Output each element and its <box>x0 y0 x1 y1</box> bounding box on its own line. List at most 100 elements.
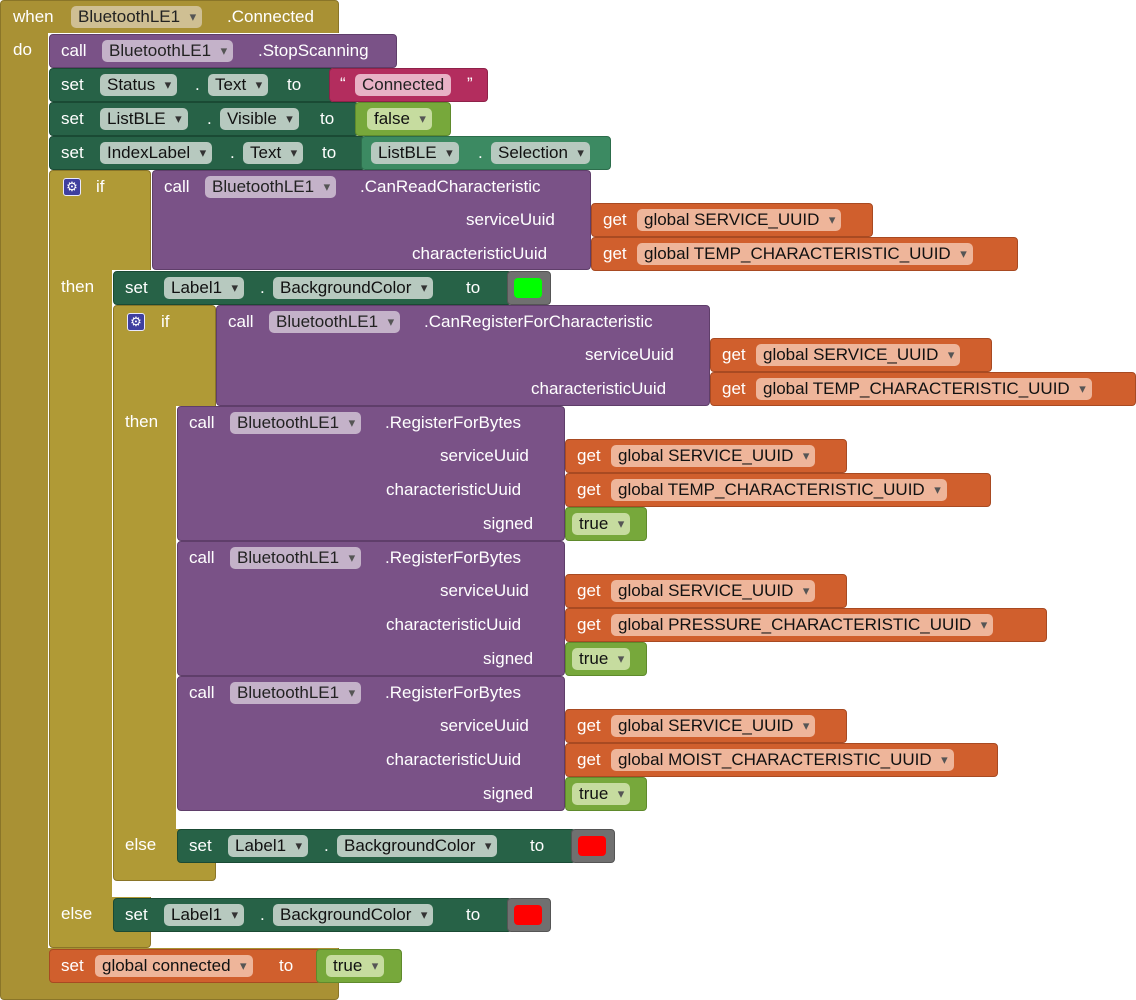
characteristic-uuid-param-label: characteristicUuid <box>412 244 548 263</box>
service-uuid-param-label: serviceUuid <box>440 446 529 465</box>
get-keyword: get <box>577 480 601 499</box>
then-keyword: then <box>125 412 159 431</box>
call-keyword: call <box>189 683 215 702</box>
can-register-component-dropdown[interactable]: BluetoothLE1 <box>269 311 401 333</box>
to-keyword: to <box>466 905 481 924</box>
background-color-property-dropdown[interactable]: BackgroundColor <box>337 835 498 857</box>
dot-separator: . <box>260 278 265 297</box>
red-color-swatch[interactable] <box>578 836 606 856</box>
get-keyword: get <box>603 244 627 263</box>
else-keyword: else <box>61 904 93 923</box>
when-keyword: when <box>13 7 54 26</box>
call-keyword: call <box>61 41 87 60</box>
open-quote: “ <box>340 74 346 93</box>
indexlabel-component-dropdown[interactable]: IndexLabel <box>100 142 213 164</box>
register-component-dropdown[interactable]: BluetoothLE1 <box>230 547 362 569</box>
then-keyword: then <box>61 277 95 296</box>
visible-property-dropdown[interactable]: Visible <box>220 108 299 130</box>
set-status-text-block[interactable] <box>49 68 335 102</box>
get-keyword: get <box>603 210 627 229</box>
listble-getter-component-dropdown[interactable]: ListBLE <box>371 142 459 164</box>
stop-scanning-component-dropdown[interactable]: BluetoothLE1 <box>102 40 234 62</box>
to-keyword: to <box>320 109 335 128</box>
register-method: .RegisterForBytes <box>385 413 522 432</box>
event-component-dropdown[interactable]: BluetoothLE1 <box>71 6 203 28</box>
to-keyword: to <box>466 278 481 297</box>
to-keyword: to <box>322 143 337 162</box>
signed-true-dropdown[interactable]: true <box>572 513 631 535</box>
true-dropdown[interactable]: true <box>326 955 385 977</box>
service-uuid-param-label: serviceUuid <box>585 345 674 364</box>
set-keyword: set <box>61 956 84 975</box>
to-keyword: to <box>530 836 545 855</box>
label1-component-dropdown[interactable]: Label1 <box>164 277 245 299</box>
signed-param-label: signed <box>483 514 534 533</box>
get-keyword: get <box>722 379 746 398</box>
connected-text-field[interactable]: Connected <box>355 74 452 96</box>
service-uuid-var-dropdown[interactable]: global SERVICE_UUID <box>611 715 816 737</box>
selection-property-dropdown[interactable]: Selection <box>491 142 590 164</box>
register-component-dropdown[interactable]: BluetoothLE1 <box>230 682 362 704</box>
background-color-property-dropdown[interactable]: BackgroundColor <box>273 277 434 299</box>
call-keyword: call <box>164 177 190 196</box>
dot-separator: . <box>260 905 265 924</box>
close-quote: ” <box>467 74 473 93</box>
service-uuid-param-label: serviceUuid <box>440 716 529 735</box>
characteristic-uuid-param-label: characteristicUuid <box>531 379 667 398</box>
set-listble-visible-block[interactable] <box>49 102 359 136</box>
pressure-uuid-var-dropdown[interactable]: global PRESSURE_CHARACTERISTIC_UUID <box>611 614 994 636</box>
service-uuid-var-dropdown[interactable]: global SERVICE_UUID <box>611 445 816 467</box>
if-keyword: if <box>96 177 105 196</box>
register-method: .RegisterForBytes <box>385 683 522 702</box>
signed-param-label: signed <box>483 784 534 803</box>
signed-true-dropdown[interactable]: true <box>572 648 631 670</box>
service-uuid-var-dropdown[interactable]: global SERVICE_UUID <box>611 580 816 602</box>
connected-var-dropdown[interactable]: global connected <box>95 955 253 977</box>
do-keyword: do <box>13 40 32 59</box>
set-keyword: set <box>61 75 84 94</box>
register-method: .RegisterForBytes <box>385 548 522 567</box>
if-keyword: if <box>161 312 170 331</box>
text-property-dropdown[interactable]: Text <box>243 142 304 164</box>
get-keyword: get <box>577 581 601 600</box>
set-keyword: set <box>189 836 212 855</box>
call-keyword: call <box>228 312 254 331</box>
service-uuid-var-dropdown[interactable]: global SERVICE_UUID <box>637 209 842 231</box>
background-color-property-dropdown[interactable]: BackgroundColor <box>273 904 434 926</box>
can-register-method: .CanRegisterForCharacteristic <box>424 312 653 331</box>
red-color-swatch[interactable] <box>514 905 542 925</box>
signed-param-label: signed <box>483 649 534 668</box>
listble-component-dropdown[interactable]: ListBLE <box>100 108 188 130</box>
label1-component-dropdown[interactable]: Label1 <box>228 835 309 857</box>
get-keyword: get <box>722 345 746 364</box>
status-property-dropdown[interactable]: Text <box>208 74 269 96</box>
false-dropdown[interactable]: false <box>367 108 432 130</box>
get-keyword: get <box>577 615 601 634</box>
set-keyword: set <box>125 905 148 924</box>
signed-true-dropdown[interactable]: true <box>572 783 631 805</box>
service-uuid-var-dropdown[interactable]: global SERVICE_UUID <box>756 344 961 366</box>
register-component-dropdown[interactable]: BluetoothLE1 <box>230 412 362 434</box>
can-read-component-dropdown[interactable]: BluetoothLE1 <box>205 176 337 198</box>
dot-separator: . <box>478 143 483 162</box>
temp-uuid-var-dropdown[interactable]: global TEMP_CHARACTERISTIC_UUID <box>611 479 947 501</box>
temp-uuid-var-dropdown[interactable]: global TEMP_CHARACTERISTIC_UUID <box>637 243 973 265</box>
characteristic-uuid-param-label: characteristicUuid <box>386 615 522 634</box>
event-name: .Connected <box>227 7 314 26</box>
moist-uuid-var-dropdown[interactable]: global MOIST_CHARACTERISTIC_UUID <box>611 749 954 771</box>
status-component-dropdown[interactable]: Status <box>100 74 178 96</box>
get-keyword: get <box>577 750 601 769</box>
get-keyword: get <box>577 446 601 465</box>
to-keyword: to <box>287 75 302 94</box>
green-color-swatch[interactable] <box>514 278 542 298</box>
mutator-gear-icon[interactable]: ⚙ <box>127 313 145 331</box>
characteristic-uuid-param-label: characteristicUuid <box>386 750 522 769</box>
service-uuid-param-label: serviceUuid <box>440 581 529 600</box>
call-keyword: call <box>189 548 215 567</box>
dot-separator: . <box>324 836 329 855</box>
mutator-gear-icon[interactable]: ⚙ <box>63 178 81 196</box>
set-keyword: set <box>61 143 84 162</box>
temp-uuid-var-dropdown[interactable]: global TEMP_CHARACTERISTIC_UUID <box>756 378 1092 400</box>
can-read-method: .CanReadCharacteristic <box>360 177 541 196</box>
label1-component-dropdown[interactable]: Label1 <box>164 904 245 926</box>
